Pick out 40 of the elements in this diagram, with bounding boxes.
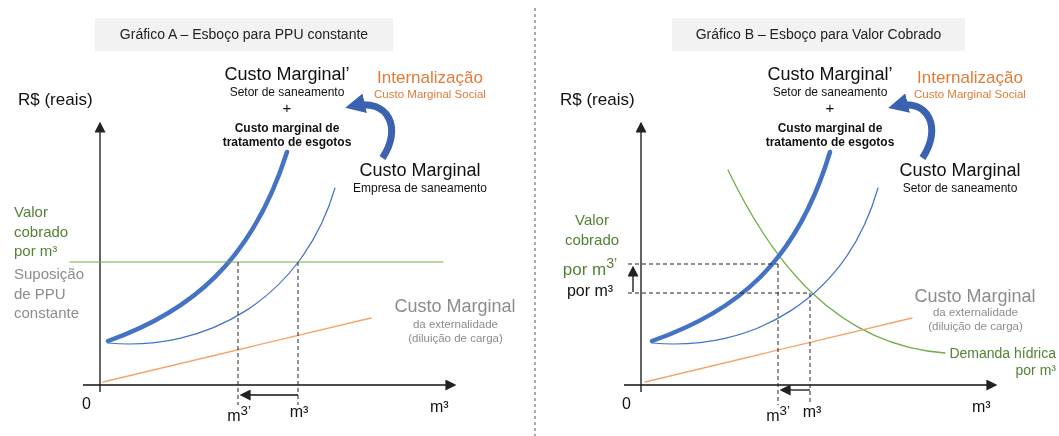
axis-label: m³ [430,398,450,417]
curve-sublabel: Setor de saneamento [771,85,889,100]
curve-sublabel: da externalidade (diluição de carga) [407,318,504,346]
curve-sublabel: Setor de saneamento [228,85,346,100]
curve-label: Custo Marginal [393,296,517,318]
price-label: Valor cobrado [563,210,621,249]
curved-arrow [345,94,396,160]
tick-label: m³ [801,403,823,422]
plus-sign: + [824,99,836,118]
curve-sublabel: Custo Marginal Social [373,88,487,102]
chart-title: Gráfico B – Esboço para Valor Cobrado [672,18,965,51]
curved-arrow [888,94,936,160]
price-label: por m³ [565,281,615,301]
axis-label: R$ (reais) [560,90,636,111]
curve-label: Internalização [376,68,484,89]
origin-label: 0 [82,395,92,414]
curve-label: Custo Marginal [358,160,482,182]
curve-label: Custo Marginal’ [766,64,894,86]
curve-label: Custo Marginal’ [223,64,351,86]
tick-label: m³ [288,403,310,422]
curve-note: Custo marginal de tratamento de esgotos [221,121,353,150]
curve-label: Custo Marginal [898,160,1022,182]
axis-label: m³ [972,398,992,417]
plus-sign: + [281,99,293,118]
chart-title: Gráfico A – Esboço para PPU constante [95,18,393,51]
axis-label: R$ (reais) [18,90,94,111]
tick-label: m$^{3’}$ [226,403,252,427]
curve-label: Internalização [916,68,1024,89]
curve-label: Demanda hídrica por m³ [948,345,1056,379]
curve-sublabel: da externalidade (diluição de carga) [927,306,1024,334]
note: Suposição de PPU constante [14,264,86,323]
curve-sublabel: Empresa de saneamento [351,181,489,196]
price-label: por m$^{3’}$ [561,254,619,281]
origin-label: 0 [622,395,632,414]
curve-sublabel: Custo Marginal Social [913,88,1027,102]
curve-note: Custo marginal de tratamento de esgotos [764,121,896,150]
curve-sublabel: Setor de saneamento [901,181,1019,196]
price-label: Valor cobrado por m³ [14,202,70,261]
tick-label: m$^{3’}$ [765,403,791,427]
curve-label: Custo Marginal [913,286,1037,308]
